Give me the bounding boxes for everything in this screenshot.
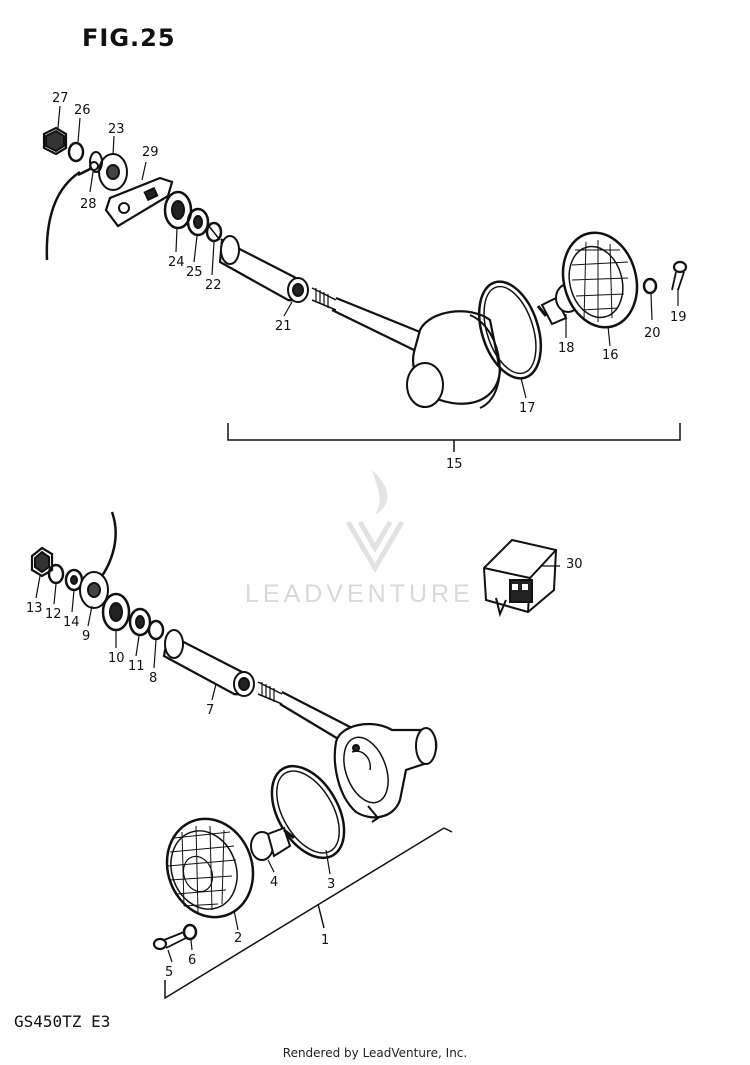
callout-25: 25 [186, 265, 203, 280]
callout-14: 14 [63, 615, 80, 630]
callout-4: 4 [270, 875, 279, 890]
callout-9: 9 [82, 629, 91, 644]
callout-28: 28 [80, 197, 97, 212]
watermark-logo [345, 470, 405, 573]
part-29-bracket-plate [104, 176, 174, 228]
callout-3: 3 [327, 877, 336, 892]
callout-21: 21 [275, 319, 292, 334]
callout-24: 24 [168, 255, 185, 270]
figure-title: FIG.25 [82, 24, 176, 52]
part-15-housing [406, 310, 502, 409]
part-10-nut [101, 592, 131, 632]
callout-16: 16 [602, 348, 619, 363]
part-21-rubber-sleeve [218, 235, 309, 303]
model-code: GS450TZ E3 [14, 1012, 111, 1031]
callout-18: 18 [558, 341, 575, 356]
callout-10: 10 [108, 651, 125, 666]
footer-credit: Rendered by LeadVenture, Inc. [282, 1046, 468, 1060]
callout-19: 19 [670, 310, 687, 325]
watermark-text: LEADVENTURE [245, 580, 474, 608]
callout-26: 26 [74, 103, 91, 118]
callout-27: 27 [52, 91, 69, 106]
part-16-lens [561, 231, 639, 329]
part-2-lens [165, 817, 255, 919]
part-19-screw [671, 260, 688, 291]
part-13-nut [30, 546, 54, 578]
callout-12: 12 [45, 607, 62, 622]
part-24-nut [163, 190, 193, 230]
callout-5: 5 [165, 965, 174, 980]
upper-assembly [42, 105, 688, 452]
callout-8: 8 [149, 671, 158, 686]
part-27-nut [42, 126, 68, 156]
part-30-flasher-relay [482, 538, 560, 618]
callout-29: 29 [142, 145, 159, 160]
part-1-housing [333, 722, 438, 823]
callout-20: 20 [644, 326, 661, 341]
callout-15: 15 [446, 457, 463, 472]
callout-23: 23 [108, 122, 125, 137]
callout-7: 7 [206, 703, 215, 718]
callout-13: 13 [26, 601, 43, 616]
callout-2: 2 [234, 931, 243, 946]
callout-11: 11 [128, 659, 145, 674]
part-7-rubber-sleeve [162, 629, 255, 697]
lower-assembly [30, 511, 453, 1000]
callout-6: 6 [188, 953, 197, 968]
part-9-fitting [79, 571, 109, 609]
callout-30: 30 [566, 557, 583, 572]
part-23-fitting [89, 151, 128, 191]
callout-22: 22 [205, 278, 222, 293]
callout-1: 1 [321, 933, 330, 948]
callout-17: 17 [519, 401, 536, 416]
part-5-screw [152, 931, 187, 951]
part-4-bulb [250, 826, 295, 861]
